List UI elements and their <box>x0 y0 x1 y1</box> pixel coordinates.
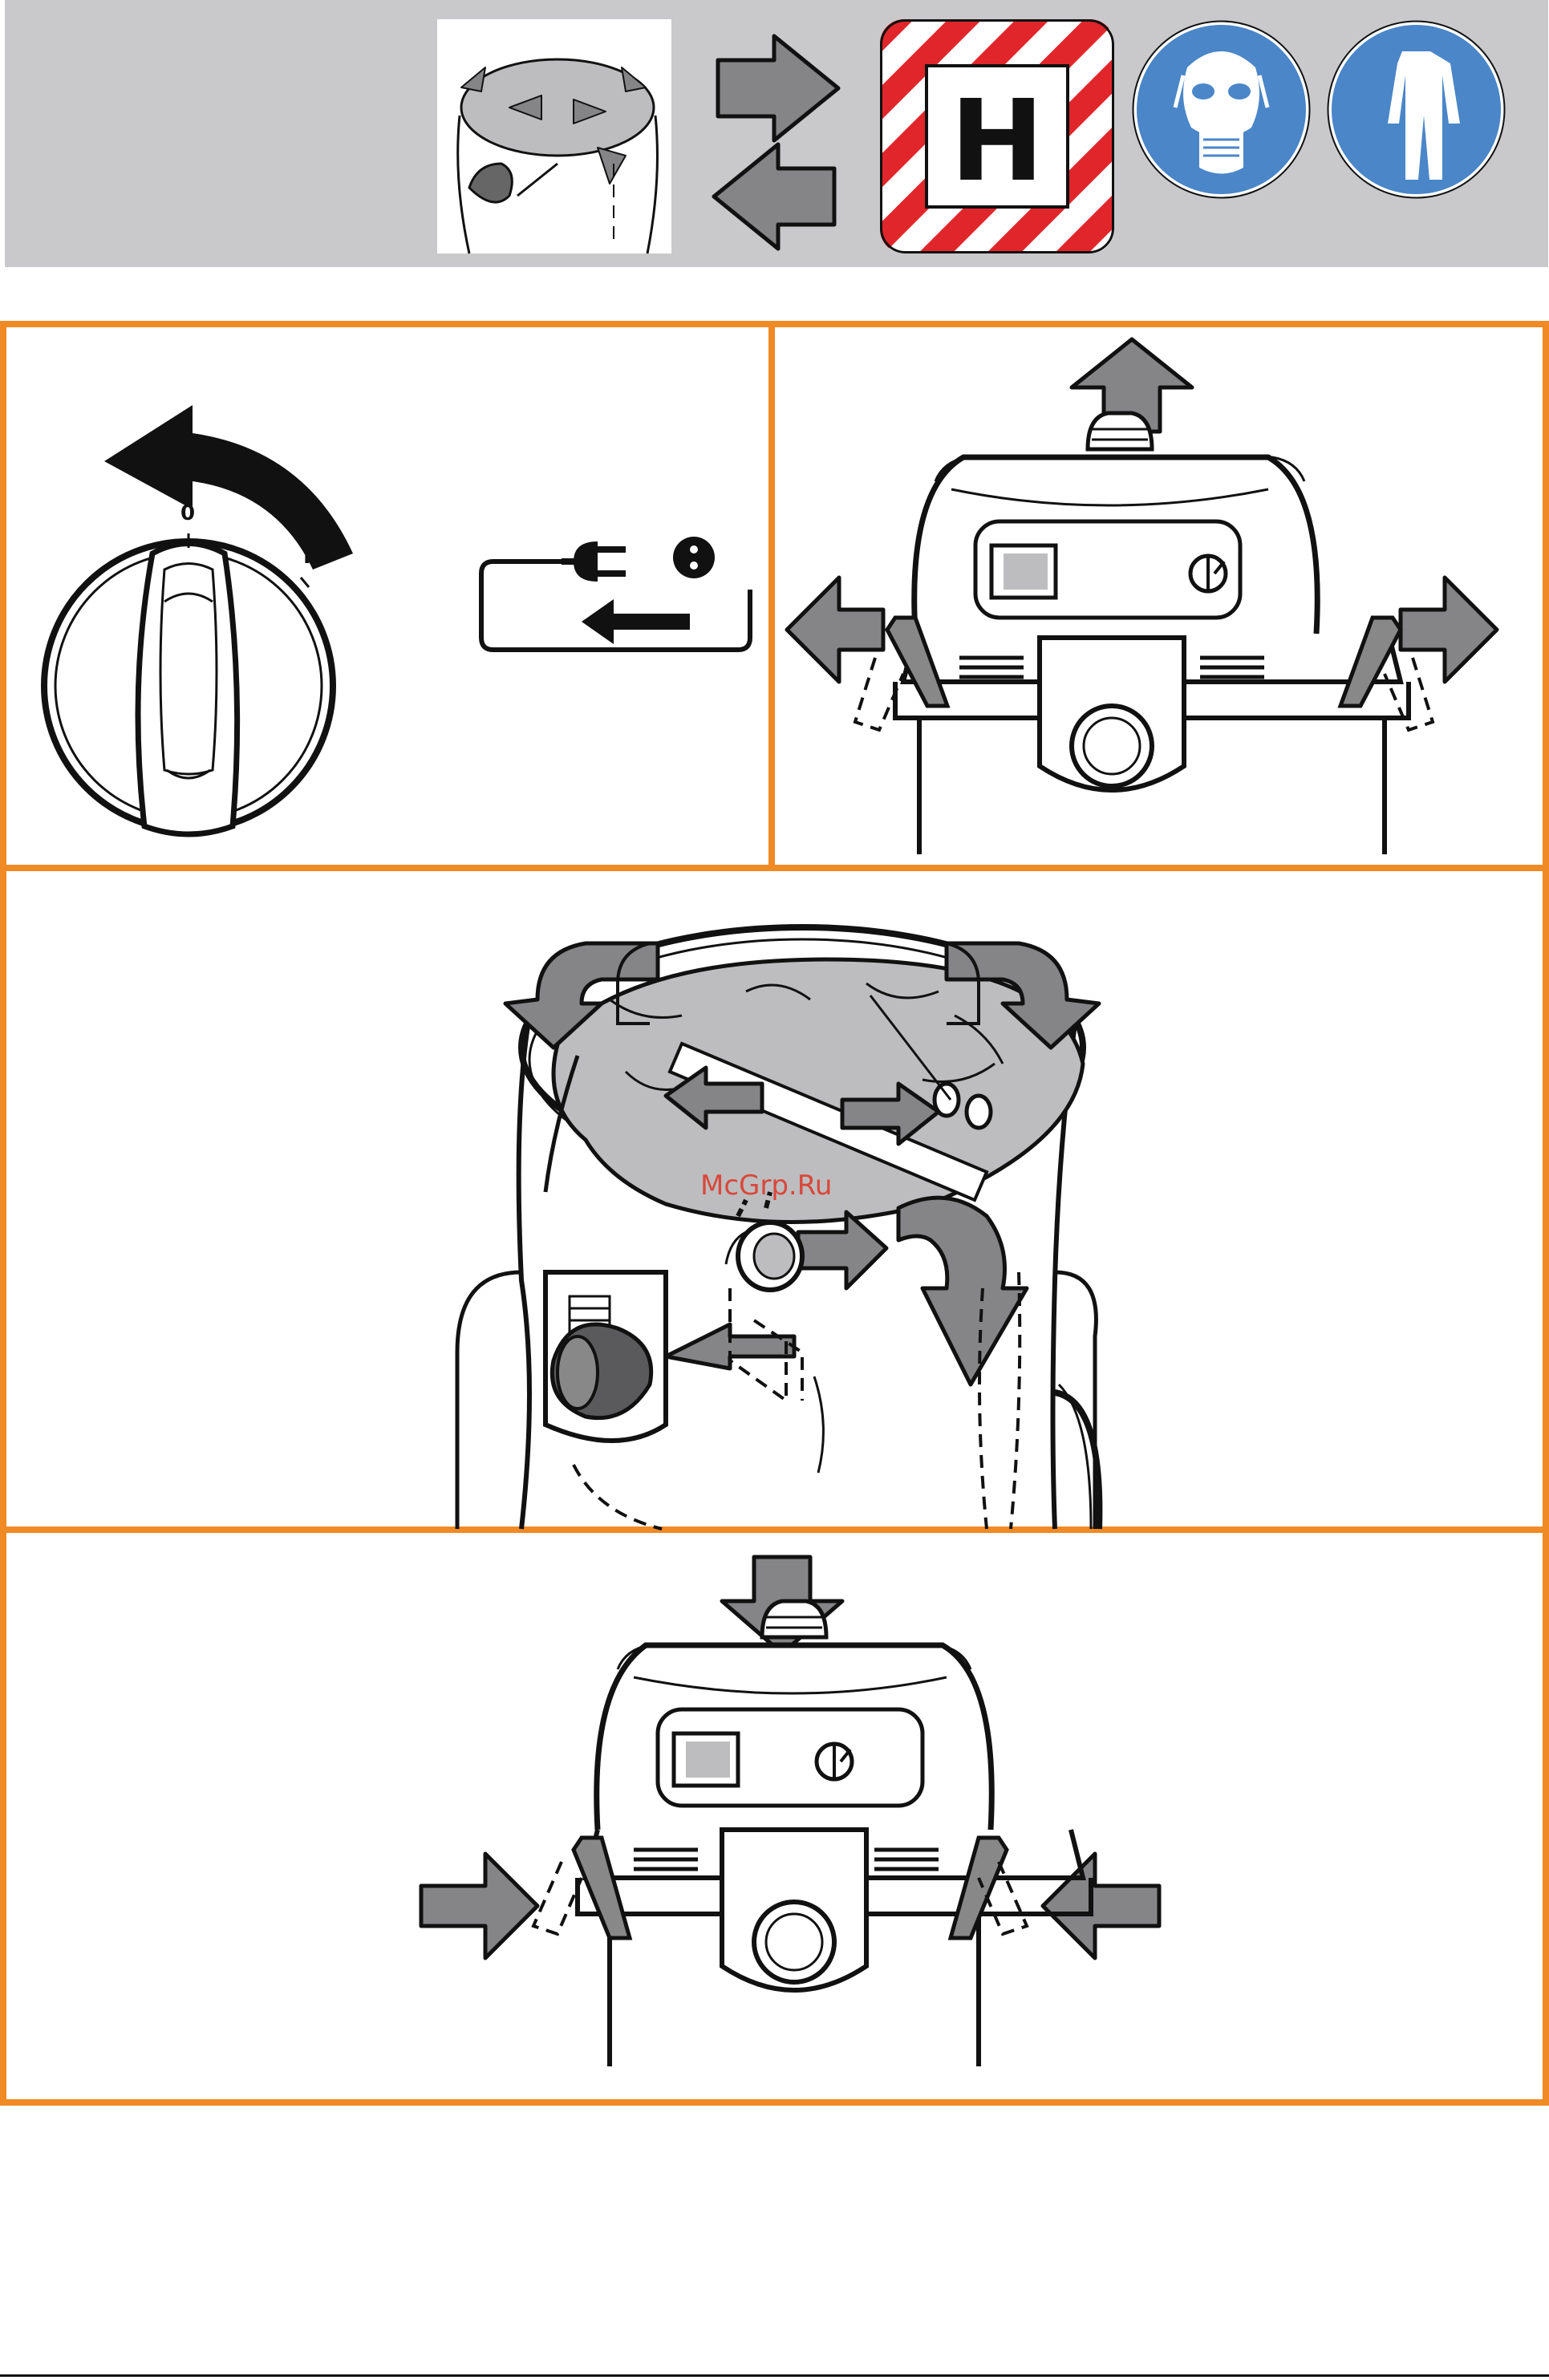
vacuum-head-closed-drawing <box>533 1601 1091 2066</box>
vacuum-head-drawing <box>855 413 1433 854</box>
panel-divider-vertical <box>768 321 775 871</box>
footer-rule <box>0 2374 1549 2377</box>
arrow-left <box>787 578 883 682</box>
watermark-text: McGrp.Ru <box>700 1170 832 1202</box>
container-filter-bag-drawing <box>457 927 1099 1529</box>
hazard-h-sign-icon: H <box>880 19 1114 253</box>
protective-suit-icon <box>1326 19 1506 200</box>
switch-position-on: I <box>303 545 311 569</box>
arrow-left-inward <box>1043 1854 1159 1958</box>
arrow-right-inward <box>421 1854 537 1958</box>
thumbnail-vacuum-icon <box>437 19 671 253</box>
unplug-power-icon <box>481 537 750 650</box>
panel-lower-head <box>0 1533 1549 2099</box>
panel-lift-head <box>775 321 1543 866</box>
switch-position-off: 0 <box>180 501 195 525</box>
respirator-mask-icon <box>1131 19 1312 200</box>
hazard-h-letter: H <box>950 76 1044 207</box>
panel-switch-off: 0 I <box>0 321 768 866</box>
swap-arrows-icon <box>706 16 850 257</box>
